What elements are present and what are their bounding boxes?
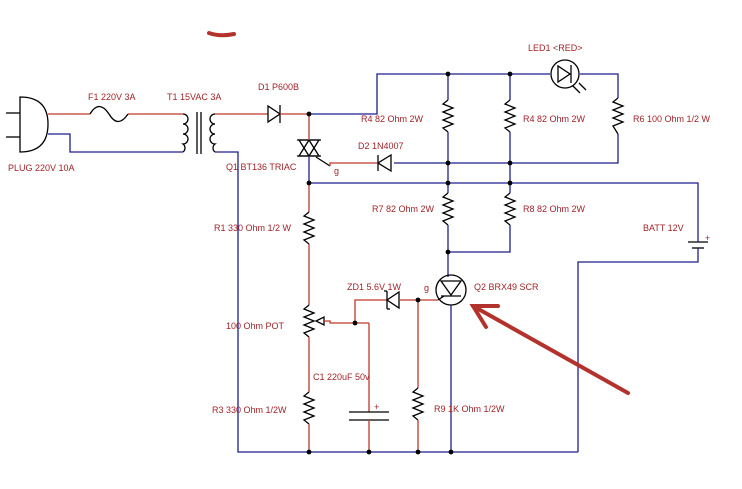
wire-r7-r8-join bbox=[447, 225, 511, 253]
scr-gate-label: g bbox=[424, 283, 429, 293]
d2-label: D2 1N4007 bbox=[358, 141, 404, 151]
scr-q2-symbol bbox=[435, 274, 467, 306]
resistor-r6-symbol bbox=[611, 97, 625, 135]
diode-d1-symbol bbox=[267, 104, 282, 124]
c1-label: C1 220uF 50v bbox=[313, 372, 370, 382]
junction-dots bbox=[306, 71, 513, 455]
r7-label: R7 82 Ohm 2W bbox=[372, 204, 435, 214]
pot-wiper-arrow bbox=[314, 315, 325, 327]
resistor-r3-symbol bbox=[302, 391, 316, 425]
pot-symbol bbox=[302, 304, 316, 338]
c1-plus: + bbox=[374, 402, 379, 412]
resistor-r9-symbol bbox=[411, 387, 425, 421]
scr-label: Q2 BRX49 SCR bbox=[474, 282, 539, 292]
resistor-r4b-symbol bbox=[503, 99, 517, 133]
batt-label: BATT 12V bbox=[643, 223, 684, 233]
wire-batt-return bbox=[577, 248, 699, 452]
wire-transformer-return bbox=[215, 151, 578, 453]
transformer-symbol bbox=[181, 112, 217, 154]
triac-label: Q1 BT136 TRIAC bbox=[226, 162, 297, 172]
capacitor-c1-symbol bbox=[349, 411, 389, 421]
r4a-label: R4 82 Ohm 2W bbox=[361, 114, 424, 124]
r9-label: R9 1K Ohm 1/2W bbox=[434, 404, 505, 414]
resistor-r7-symbol bbox=[441, 192, 455, 226]
diode-d2-symbol bbox=[376, 153, 392, 173]
led-symbol bbox=[550, 59, 587, 94]
zd1-label: ZD1 5.6V 1W bbox=[347, 282, 402, 292]
triac-q1-symbol bbox=[297, 138, 331, 167]
resistor-r8-symbol bbox=[503, 192, 517, 226]
resistor-r1-symbol bbox=[302, 211, 316, 245]
r6-label: R6 100 Ohm 1/2 W bbox=[633, 114, 711, 124]
wire-pot-wiper bbox=[324, 320, 369, 324]
pot-label: 100 Ohm POT bbox=[226, 321, 285, 331]
plug-label: PLUG 220V 10A bbox=[8, 163, 75, 173]
triac-gate-label: g bbox=[334, 166, 339, 176]
transformer-label: T1 15VAC 3A bbox=[167, 92, 221, 102]
r8-label: R8 82 Ohm 2W bbox=[523, 204, 586, 214]
led-label: LED1 <RED> bbox=[528, 43, 583, 53]
plug-symbol bbox=[6, 96, 49, 153]
wire-triac-batt bbox=[308, 156, 699, 232]
wire-top-bus bbox=[309, 73, 550, 115]
wire-wiper-zd1 bbox=[354, 299, 387, 323]
wire-r6-bottom bbox=[394, 134, 619, 164]
zener-zd1-symbol bbox=[384, 290, 400, 310]
d1-label: D1 P600B bbox=[258, 82, 299, 92]
batt-plus: + bbox=[705, 233, 710, 243]
wire-led-r6 bbox=[580, 73, 619, 98]
annotation-scribble bbox=[207, 31, 236, 38]
r1-label: R1 330 Ohm 1/2 W bbox=[214, 223, 292, 233]
wire-plug-neutral bbox=[48, 133, 183, 153]
r3-label: R3 330 Ohm 1/2W bbox=[212, 405, 287, 415]
wire-gate-d2 bbox=[329, 162, 377, 166]
r4b-label: R4 82 Ohm 2W bbox=[523, 114, 586, 124]
fuse-label: F1 220V 3A bbox=[88, 92, 136, 102]
annotation-arrow bbox=[469, 304, 630, 395]
fuse-symbol bbox=[89, 105, 129, 123]
resistor-r4a-symbol bbox=[441, 99, 455, 133]
